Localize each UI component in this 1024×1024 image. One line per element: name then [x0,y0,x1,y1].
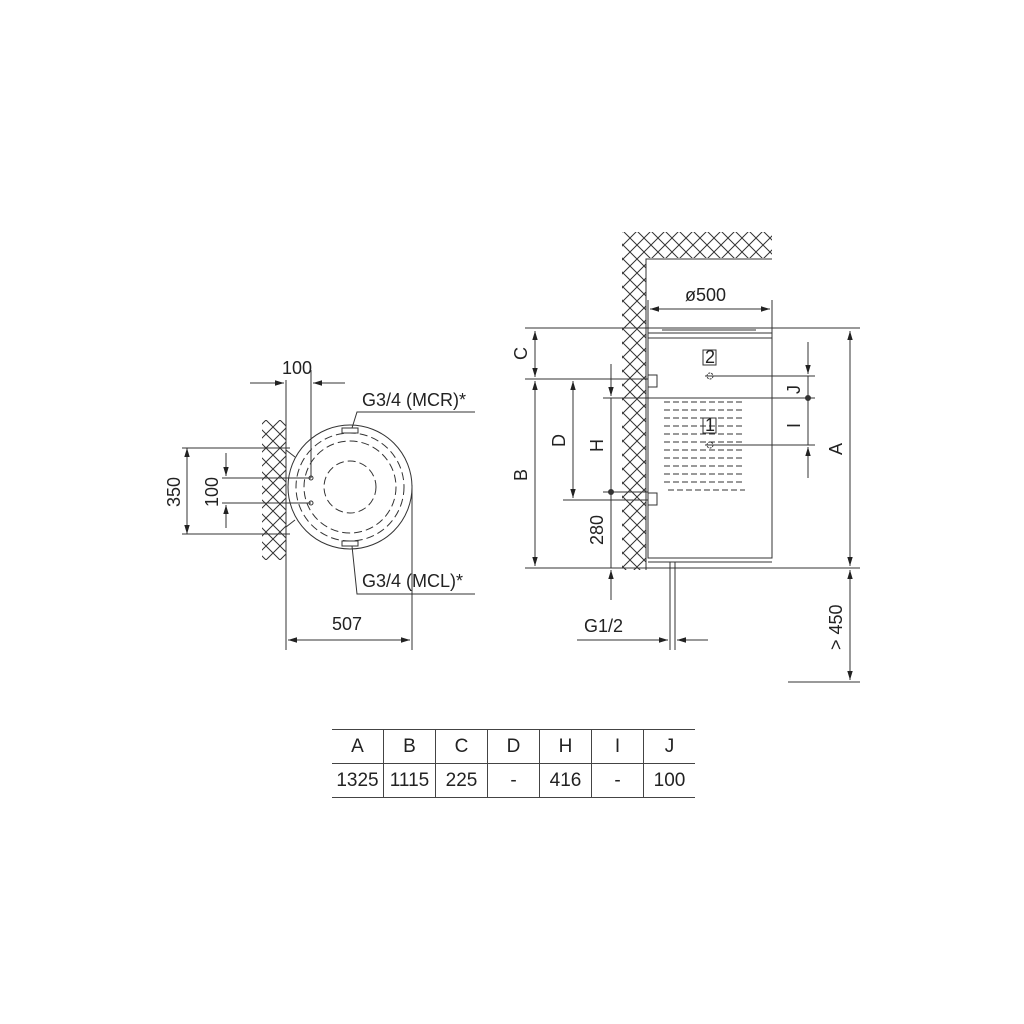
plan-view [182,370,475,650]
table-header-row: A B C D H I J [332,729,695,764]
label-d: D [549,434,569,447]
header-b: B [383,729,436,764]
header-c: C [435,729,488,764]
tank-body [647,337,773,559]
side-view-labels: ø500 2 1 G1/2 C B D H 280 J I A > 450 [511,285,846,650]
value-i: - [591,763,644,798]
header-h: H [539,729,592,764]
wall-hatch-side [622,232,646,570]
header-a: A [332,729,384,764]
label-clearance: > 450 [826,604,846,650]
plan-dim-width: 507 [332,614,362,634]
value-b: 1115 [383,763,436,798]
drain-label: G1/2 [584,616,623,636]
wall-hatch-plan [262,420,286,560]
tank-circle-plan [287,424,413,550]
marker-2: 2 [705,347,715,367]
header-d: D [487,729,540,764]
dimensions-table-wrap: A B C D H I J 1325 1115 225 - 416 - 100 [332,729,695,798]
side-view [525,232,860,683]
heat-exchanger-coil [664,401,745,491]
plan-view-labels: 100 G3/4 (MCR)* G3/4 (MCL)* 507 350 100 [164,358,466,634]
value-c: 225 [435,763,488,798]
ceiling-hatch [646,232,772,258]
value-a: 1325 [332,763,384,798]
value-j: 100 [643,763,695,798]
value-d: - [487,763,540,798]
label-i: I [784,423,804,428]
dimensions-table: A B C D H I J 1325 1115 225 - 416 - 100 [332,729,695,798]
diameter-label: ø500 [685,285,726,305]
label-j: J [784,385,804,394]
table-row: 1325 1115 225 - 416 - 100 [332,763,695,798]
value-h: 416 [539,763,592,798]
marker-1: 1 [705,415,715,435]
header-j: J [643,729,695,764]
header-i: I [591,729,644,764]
label-b: B [511,469,531,481]
label-280: 280 [587,515,607,545]
label-c: C [511,347,531,360]
label-a: A [826,443,846,455]
plan-label-mcr: G3/4 (MCR)* [362,390,466,410]
plan-label-mcl: G3/4 (MCL)* [362,571,463,591]
label-h: H [587,439,607,452]
plan-dim-spacing: 100 [202,477,222,507]
plan-dim-height: 350 [164,477,184,507]
plan-dim-top: 100 [282,358,312,378]
